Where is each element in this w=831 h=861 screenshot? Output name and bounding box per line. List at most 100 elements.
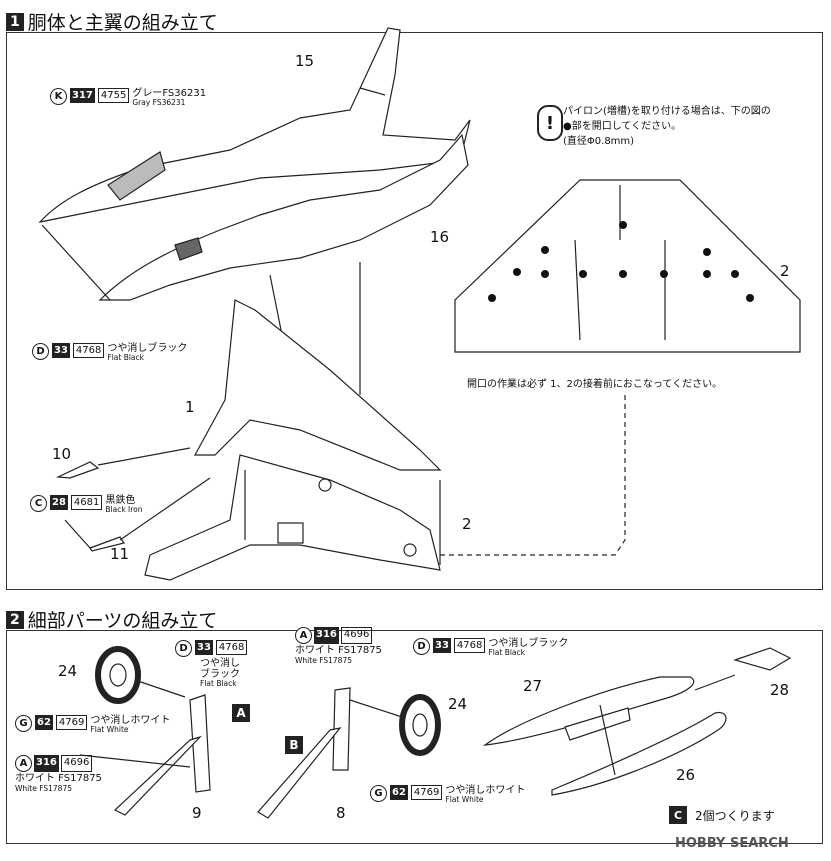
paint-name-jp: ホワイト FS17875 (15, 773, 102, 784)
paint-code-2: 4768 (215, 640, 248, 655)
pylon-part (564, 707, 631, 741)
paint-letter: C (30, 495, 47, 512)
drill-holes (488, 221, 754, 302)
paint-c-leader (64, 519, 91, 549)
wing-upper-1 (193, 299, 442, 471)
part-number: 9 (192, 804, 202, 822)
fuselage-half-16 (98, 133, 469, 301)
paint-letter: D (32, 343, 49, 360)
strut-8-arm (257, 727, 342, 819)
part-number: 11 (110, 545, 130, 563)
drill-note-bottom: 開口の作業は必ず 1、2の接着前におこなってください。 (467, 379, 723, 390)
paint-letter: A (15, 755, 32, 772)
paint-code-1: 28 (50, 495, 68, 510)
wing-opening (277, 522, 304, 544)
part-11 (89, 536, 125, 552)
paint-name-jp: 黒鉄色 (105, 495, 136, 506)
paint-name-en: Flat White (445, 795, 484, 804)
paint-name-en: Black Iron (105, 505, 143, 514)
paint-code-1: 33 (433, 638, 451, 653)
paint-name-jp: グレーFS36231 (132, 88, 207, 99)
subassembly-label-a: A (232, 704, 250, 722)
paint-name-en: Flat Black (107, 353, 144, 362)
section-2-heading: 2 細部パーツの組み立て (6, 606, 217, 633)
part-28 (732, 647, 792, 671)
paint-code-2: 4696 (340, 627, 373, 644)
paint-callout-a2: A 316 4696 ホワイト FS17875 White FS17875 (295, 627, 382, 665)
note-line: パイロン(増槽)を取り付ける場合は、下の図の (563, 106, 771, 117)
section-1-title: 胴体と主翼の組み立て (27, 12, 218, 34)
strut-8 (332, 687, 351, 771)
paint-callout-k: K 317 4755 グレーFS36231 Gray FS36231 (50, 88, 206, 107)
paint-letter: K (50, 88, 67, 105)
part-number: 24 (58, 662, 78, 680)
paint-code-1: 317 (70, 88, 95, 103)
section-2-frame (6, 630, 823, 844)
section-1-number: 1 (6, 12, 24, 31)
intake-black-area (174, 237, 203, 261)
wheel-arrow-right (349, 699, 406, 719)
arrow-28 (694, 674, 736, 691)
subassembly-label-b: B (285, 736, 303, 754)
paint-name-jp: ホワイト FS17875 (295, 645, 382, 656)
paint-code-1: 62 (390, 785, 408, 800)
drill-note: パイロン(増槽)を取り付ける場合は、下の図の ●部を開口してください。 (直径Φ… (563, 104, 771, 149)
paint-callout-d1: D 33 4768 つや消しブラック Flat Black (175, 640, 248, 688)
drop-tank-26 (551, 711, 727, 796)
arrow-11 (119, 477, 211, 541)
wheel-arrow (134, 679, 186, 698)
paint-name-jp: つや消しブラック (107, 343, 188, 354)
paint-callout-d: D 33 4768 つや消しブラック Flat Black (32, 343, 187, 362)
paint-name-en: Flat Black (200, 679, 237, 688)
part-number: 28 (770, 681, 790, 699)
part-10 (55, 461, 100, 479)
note-line: (直径Φ0.8mm) (563, 136, 635, 147)
canopy-gray-area (107, 151, 166, 201)
section-1-heading: 1 胴体と主翼の組み立て (6, 8, 218, 35)
wing-hole (318, 478, 332, 492)
paint-name-jp: つや消しブラック (488, 638, 569, 649)
strut-9 (189, 694, 211, 793)
part-number: 2 (780, 262, 790, 280)
paint-callout-c: C 28 4681 黒鉄色 Black Iron (30, 495, 143, 514)
paint-name-jp: つや消しホワイト (90, 715, 171, 726)
part-number: 16 (430, 228, 450, 246)
part-number: 27 (523, 677, 543, 695)
paint-name-en: Flat Black (488, 648, 525, 657)
arrow-16-wing (269, 274, 284, 341)
paint-code-1: 316 (34, 755, 59, 772)
watermark: HOBBY SEARCH (675, 836, 789, 851)
part-number: 10 (52, 445, 72, 463)
section-2-number: 2 (6, 610, 24, 629)
paint-letter: G (15, 715, 32, 732)
paint-name-en: White FS17875 (295, 656, 352, 665)
paint-name-en: Gray FS36231 (132, 98, 186, 107)
paint-letter: D (175, 640, 192, 657)
arrow-15-line (359, 87, 386, 96)
paint-name-en: Flat White (90, 725, 129, 734)
dashed-connector (440, 395, 626, 556)
paint-code-2: 4696 (60, 755, 93, 772)
tank-join-line (599, 704, 616, 776)
paint-callout-d2: D 33 4768 つや消しブラック Flat Black (413, 638, 568, 657)
paint-callout-g1: G 62 4769 つや消しホワイト Flat White (15, 715, 170, 734)
paint-letter: G (370, 785, 387, 802)
paint-code-2: 4755 (97, 88, 130, 103)
part-number: 15 (295, 52, 315, 70)
wheel-hub (412, 713, 428, 737)
paint-code-2: 4768 (72, 343, 105, 358)
paint-callout-a1: A 316 4696 ホワイト FS17875 White FS17875 (15, 755, 102, 793)
paint-name-jp: つや消しブラック (200, 658, 240, 680)
paint-code-2: 4769 (410, 785, 443, 800)
arrow-10 (97, 447, 191, 466)
subassembly-label-c: C (669, 806, 687, 824)
caution-icon: ! (537, 105, 563, 141)
section-2-title: 細部パーツの組み立て (27, 610, 218, 632)
wing-hole (403, 543, 417, 557)
section-1-frame (6, 32, 823, 590)
part-number: 26 (676, 766, 696, 784)
make-two-note: 2個つくります (695, 809, 775, 823)
part-number: 1 (185, 398, 195, 416)
paint-letter: D (413, 638, 430, 655)
